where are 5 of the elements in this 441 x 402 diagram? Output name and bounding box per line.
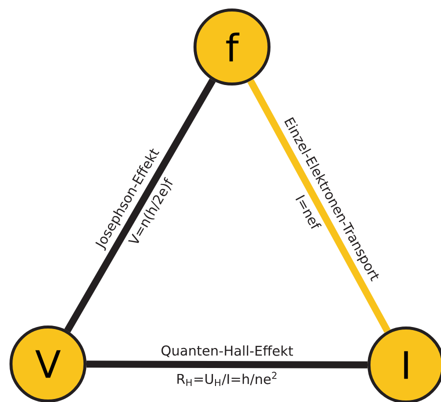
formula-label: R$_{H}$=U$_{H}$/I=h/ne$^{2}$ xyxy=(177,372,276,386)
connector-line xyxy=(64,78,216,332)
edge-label: Quanten-Hall-Effekt xyxy=(162,345,294,358)
connector-line xyxy=(86,360,368,368)
connector-line xyxy=(247,79,391,333)
